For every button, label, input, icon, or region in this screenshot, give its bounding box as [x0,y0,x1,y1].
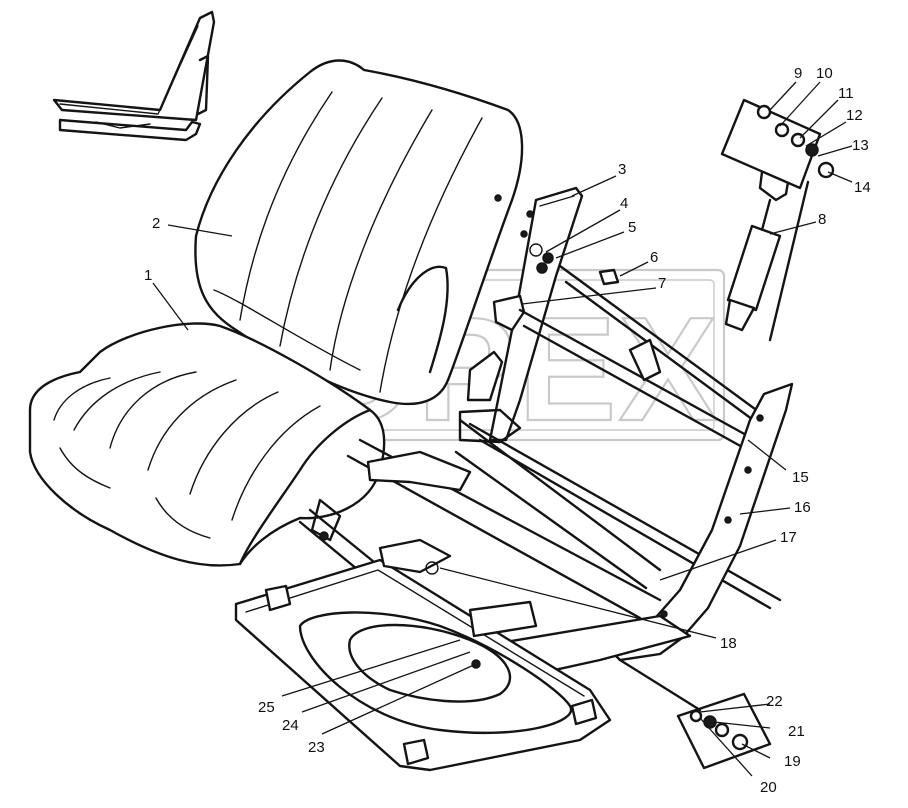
callout-22: 22 [766,693,783,710]
backrest-cushion [194,59,524,406]
shock-absorber [724,154,810,342]
recline-hinge [458,294,526,444]
callout-23: 23 [308,739,325,756]
callout-24: 24 [282,717,299,734]
callout-18: 18 [720,635,737,652]
callout-15: 15 [792,469,809,486]
callout-7: 7 [658,275,666,292]
inset-seat-sketch [52,10,216,142]
callout-4: 4 [620,195,628,212]
callout-19: 19 [784,753,801,770]
callout-17: 17 [780,529,797,546]
hardware-set-lower [618,658,772,770]
callout-10: 10 [816,65,833,82]
callout-labels: 1 2 3 4 5 6 7 8 9 10 11 12 13 14 15 16 1… [144,65,871,796]
hardware-set-upper [720,98,835,190]
seat-tube-frame [454,264,794,662]
small-fasteners [536,262,662,382]
seat-cushion [28,322,386,567]
base-plate [234,538,612,772]
back-frame-bracket [488,186,584,442]
callout-8: 8 [818,211,826,228]
callout-12: 12 [846,107,863,124]
leader-lines [152,81,853,777]
callout-14: 14 [854,179,871,196]
callout-9: 9 [794,65,802,82]
callout-5: 5 [628,219,636,236]
callout-1: 1 [144,267,152,284]
callout-3: 3 [618,161,626,178]
callout-2: 2 [152,215,160,232]
callout-6: 6 [650,249,658,266]
callout-25: 25 [258,699,275,716]
callout-13: 13 [852,137,869,154]
callout-20: 20 [760,779,777,796]
callout-16: 16 [794,499,811,516]
callout-21: 21 [788,723,805,740]
callout-11: 11 [838,85,854,102]
